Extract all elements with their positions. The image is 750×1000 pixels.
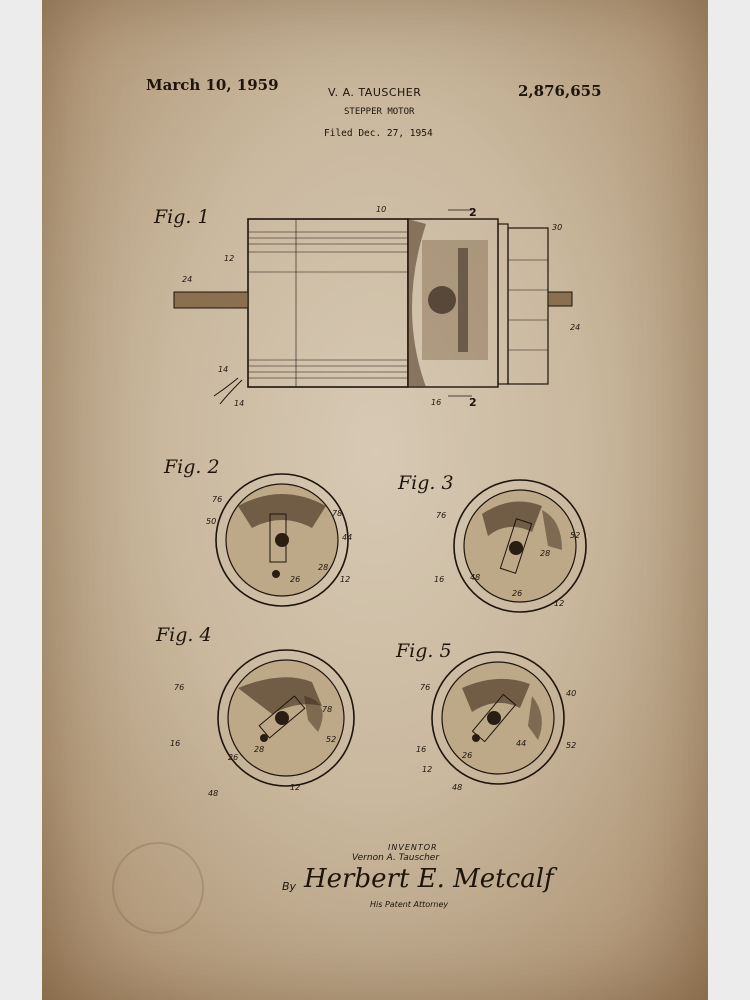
svg-text:44: 44 <box>516 739 526 748</box>
svg-text:16: 16 <box>431 398 441 407</box>
svg-text:16: 16 <box>434 575 444 584</box>
svg-text:26: 26 <box>462 751 472 760</box>
patent-drawing: 10 12 24 14 14 16 24 30 2 2 26 28 76 50 … <box>170 205 587 798</box>
svg-text:26: 26 <box>228 753 238 762</box>
svg-text:16: 16 <box>416 745 426 754</box>
patent-title: STEPPER MOTOR <box>344 107 415 117</box>
fig1-motor-drawing: 10 12 24 14 14 16 24 30 2 2 <box>173 205 580 409</box>
fig2-label: Fig. 2 <box>164 456 220 478</box>
attorney-caption: His Patent Attorney <box>370 900 449 909</box>
svg-text:48: 48 <box>208 789 218 798</box>
svg-text:12: 12 <box>224 254 234 263</box>
fig3-rotor-drawing: 76 16 48 28 26 52 12 <box>434 479 587 613</box>
coffee-stain <box>112 842 204 934</box>
attorney-signature: Herbert E. Metcalf <box>304 864 554 894</box>
svg-text:52: 52 <box>570 531 580 540</box>
svg-text:44: 44 <box>342 533 352 542</box>
svg-text:24: 24 <box>182 275 192 284</box>
svg-text:48: 48 <box>470 573 480 582</box>
svg-text:40: 40 <box>566 689 576 698</box>
fig4-rotor-drawing: 76 16 26 28 78 52 48 12 <box>170 649 355 798</box>
svg-text:2: 2 <box>469 396 477 409</box>
svg-text:78: 78 <box>322 705 332 714</box>
svg-text:76: 76 <box>174 683 184 692</box>
svg-text:26: 26 <box>290 575 300 584</box>
svg-text:24: 24 <box>570 323 580 332</box>
svg-text:76: 76 <box>436 511 446 520</box>
signature-by: By <box>282 880 297 893</box>
svg-text:2: 2 <box>469 206 477 219</box>
filed-date: Filed Dec. 27, 1954 <box>324 128 433 139</box>
inventor-header: V. A. TAUSCHER <box>328 86 422 99</box>
svg-text:76: 76 <box>212 495 222 504</box>
inventor-name: Vernon A. Tauscher <box>352 853 440 863</box>
svg-text:76: 76 <box>420 683 430 692</box>
svg-text:48: 48 <box>452 783 462 792</box>
svg-text:30: 30 <box>552 223 562 232</box>
fig3-label: Fig. 3 <box>398 472 454 494</box>
svg-text:28: 28 <box>254 745 264 754</box>
fig1-label: Fig. 1 <box>154 206 210 228</box>
svg-text:52: 52 <box>566 741 576 750</box>
svg-text:14: 14 <box>234 399 244 408</box>
svg-text:78: 78 <box>332 509 342 518</box>
fig5-rotor-drawing: 76 16 12 26 44 52 40 48 <box>416 651 576 792</box>
svg-text:50: 50 <box>206 517 216 526</box>
patent-date: March 10, 1959 <box>146 76 279 94</box>
fig2-rotor-drawing: 26 28 76 50 78 44 12 <box>206 473 352 607</box>
fig4-label: Fig. 4 <box>156 624 212 646</box>
patent-number: 2,876,655 <box>518 82 602 100</box>
svg-text:26: 26 <box>512 589 522 598</box>
svg-text:12: 12 <box>554 599 564 608</box>
svg-text:14: 14 <box>218 365 228 374</box>
svg-text:12: 12 <box>340 575 350 584</box>
patent-print: March 10, 1959 V. A. TAUSCHER STEPPER MO… <box>42 0 708 1000</box>
fig5-label: Fig. 5 <box>396 640 452 662</box>
inventor-caption: INVENTOR <box>388 843 438 852</box>
svg-text:28: 28 <box>318 563 328 572</box>
svg-text:10: 10 <box>376 205 386 214</box>
svg-text:52: 52 <box>326 735 336 744</box>
svg-text:28: 28 <box>540 549 550 558</box>
svg-text:12: 12 <box>422 765 432 774</box>
svg-text:16: 16 <box>170 739 180 748</box>
svg-text:12: 12 <box>290 783 300 792</box>
